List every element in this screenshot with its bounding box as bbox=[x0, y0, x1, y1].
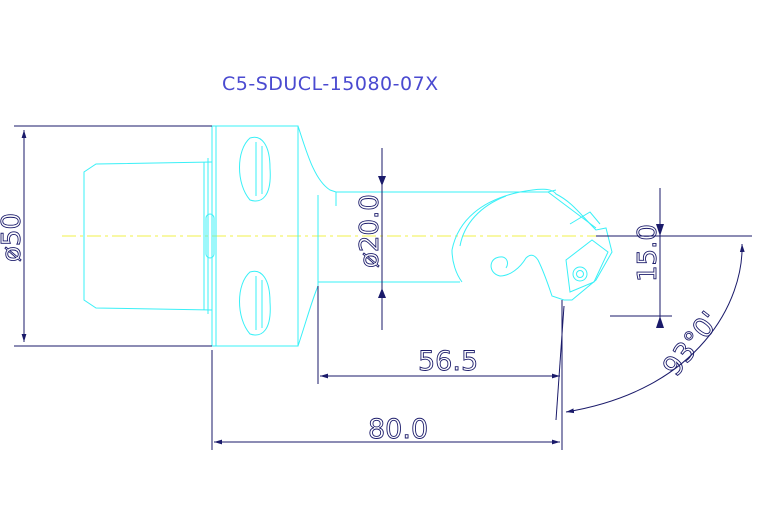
clamp-slot-lower bbox=[239, 270, 271, 336]
label-length-short: 56.5 bbox=[418, 346, 478, 377]
label-offset: 15.0 bbox=[633, 224, 663, 282]
coupling-slot bbox=[205, 213, 215, 259]
clamp-slot-upper bbox=[239, 136, 271, 202]
label-length-total: 80.0 bbox=[368, 414, 428, 445]
drawing-title: C5-SDUCL-15080-07X bbox=[222, 73, 439, 95]
label-bar-diameter: ø20.0 bbox=[355, 194, 385, 268]
insert-screw bbox=[572, 266, 588, 282]
label-body-diameter: ø50 bbox=[0, 213, 27, 262]
neck-transition bbox=[297, 125, 337, 193]
label-angle: 93°0' bbox=[657, 306, 726, 382]
dim-arc-angle bbox=[565, 243, 745, 414]
cutting-insert bbox=[565, 239, 609, 293]
dimensions bbox=[14, 125, 752, 450]
dimension-labels: ø50 ø20.0 15.0 56.5 80.0 93°0' bbox=[0, 194, 727, 446]
chip-curl bbox=[451, 188, 613, 301]
